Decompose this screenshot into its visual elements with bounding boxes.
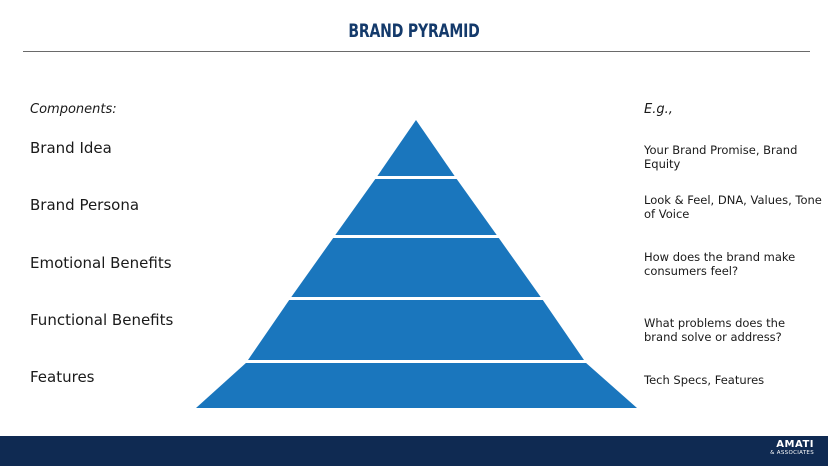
components-heading: Components: bbox=[30, 102, 117, 117]
logo-line-1: AMATI bbox=[776, 439, 814, 450]
component-label-emotional-benefits: Emotional Benefits bbox=[30, 254, 172, 272]
example-brand-persona: Look & Feel, DNA, Values, Tone of Voice bbox=[644, 193, 822, 221]
footer-bar: AMATI & ASSOCIATES bbox=[0, 436, 828, 466]
component-label-features: Features bbox=[30, 368, 95, 386]
pyramid-tier-functional-benefits bbox=[248, 300, 584, 360]
example-emotional-benefits: How does the brand make consumers feel? bbox=[644, 250, 796, 278]
examples-heading: E.g., bbox=[644, 102, 673, 117]
logo-line-2: & ASSOCIATES bbox=[770, 450, 814, 456]
pyramid-tier-brand-idea bbox=[377, 120, 455, 176]
pyramid-tier-emotional-benefits bbox=[291, 238, 541, 297]
company-logo: AMATI & ASSOCIATES bbox=[770, 439, 814, 457]
component-label-functional-benefits: Functional Benefits bbox=[30, 311, 174, 329]
title-divider bbox=[23, 51, 810, 52]
pyramid-tier-brand-persona bbox=[335, 179, 497, 235]
example-brand-idea: Your Brand Promise, Brand Equity bbox=[644, 143, 798, 171]
example-functional-benefits: What problems does the brand solve or ad… bbox=[644, 316, 786, 344]
component-label-brand-persona: Brand Persona bbox=[30, 196, 140, 214]
brand-pyramid bbox=[196, 120, 637, 408]
pyramid-tier-features bbox=[196, 363, 637, 408]
example-features: Tech Specs, Features bbox=[644, 373, 765, 387]
component-label-brand-idea: Brand Idea bbox=[30, 139, 112, 157]
page-title: BRAND PYRAMID bbox=[348, 20, 480, 42]
